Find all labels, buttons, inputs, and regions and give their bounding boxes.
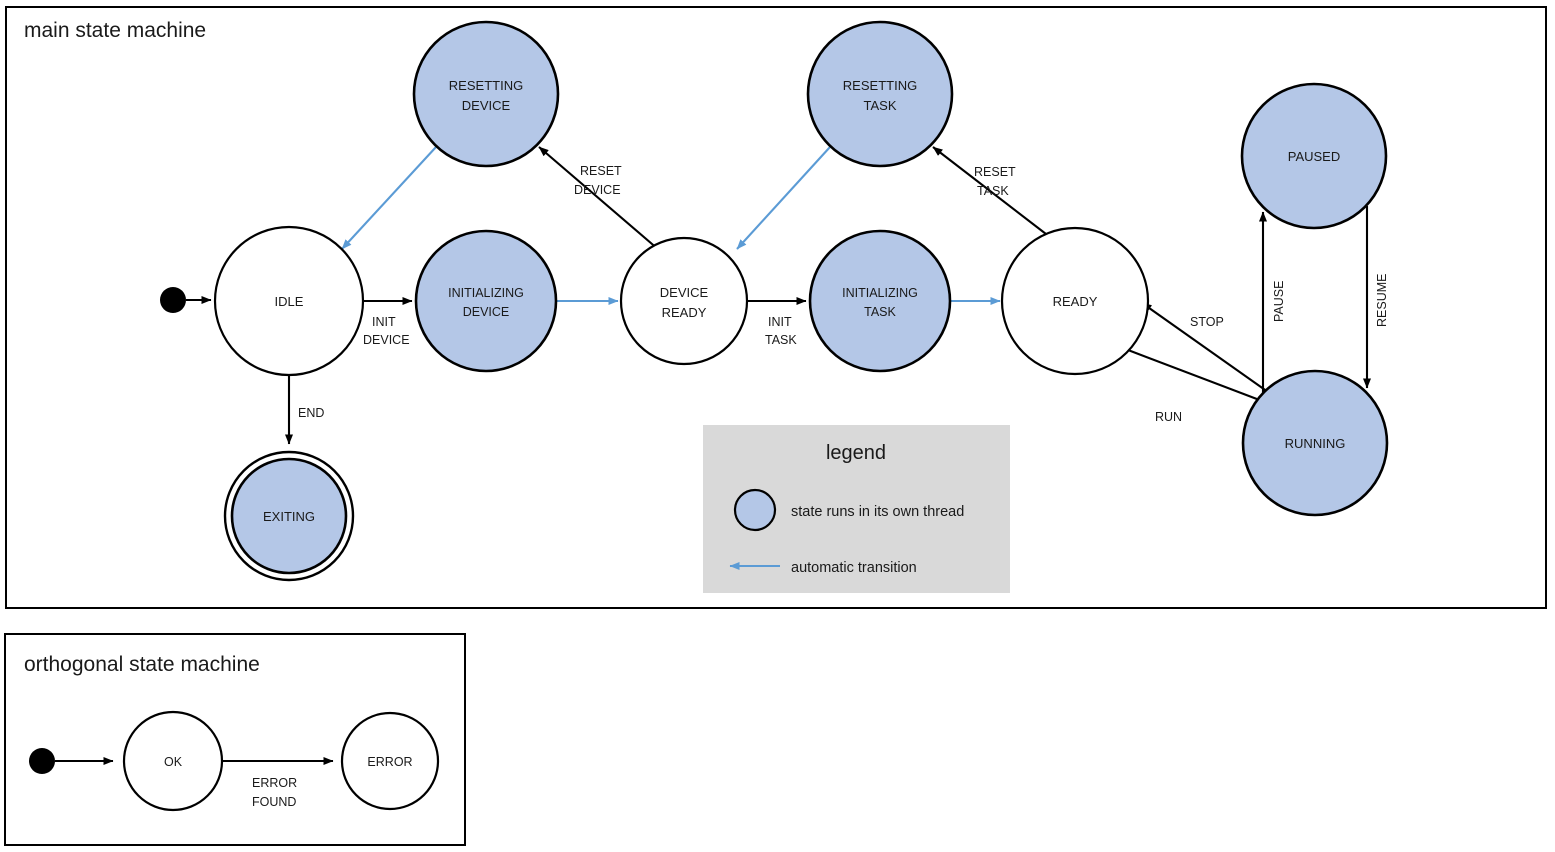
state-label-initializing-device-line2: DEVICE [463, 305, 510, 319]
transition-label-init-task-line1: INIT [768, 315, 792, 329]
orthogonal-frame-title: orthogonal state machine [24, 653, 260, 676]
state-label-initializing-task-line1: INITIALIZING [842, 286, 918, 300]
state-node-running[interactable]: RUNNING [1241, 369, 1389, 517]
transition-label-error-found-line1: ERROR [252, 776, 297, 790]
state-node-error[interactable]: ERROR [340, 711, 440, 811]
state-node-initializing-device[interactable]: INITIALIZING DEVICE [414, 229, 558, 373]
filled-circle-icon [733, 488, 777, 532]
initial-state-dot-icon [160, 287, 186, 313]
state-label-resetting-task-line1: RESETTING [843, 78, 917, 93]
transition-label-end: END [298, 406, 324, 420]
transition-ready-to-running [1127, 349, 1271, 405]
transition-resetting-device-to-idle [341, 146, 437, 250]
state-label-initializing-task-line2: TASK [864, 305, 896, 319]
state-circle-resetting-task [806, 20, 954, 168]
transition-label-init-device-line2: DEVICE [363, 333, 410, 347]
state-node-device-ready[interactable]: DEVICE READY [619, 236, 749, 366]
state-label-initializing-device-line1: INITIALIZING [448, 286, 524, 300]
legend-item-thread-state: state runs in its own thread [733, 488, 964, 532]
state-node-ready[interactable]: READY [1000, 226, 1150, 376]
state-circle-running [1241, 369, 1389, 517]
transition-label-init-task-line2: TASK [765, 333, 797, 347]
state-label-paused: PAUSED [1288, 149, 1341, 164]
state-circle-idle [213, 225, 365, 377]
state-node-idle[interactable]: IDLE [213, 225, 365, 377]
state-label-ready: READY [1053, 294, 1098, 309]
transition-running-to-ready [1141, 302, 1269, 393]
state-circle-ok [122, 710, 224, 812]
state-circle-ready [1000, 226, 1150, 376]
legend-item-auto-transition-label: automatic transition [791, 560, 917, 576]
transition-label-reset-task-line1: RESET [974, 165, 1016, 179]
state-label-ok: OK [164, 755, 183, 769]
transition-label-error-found-line2: FOUND [252, 795, 296, 809]
orthogonal-transitions-layer: ERROR FOUND [55, 757, 334, 809]
state-label-running: RUNNING [1285, 436, 1346, 451]
legend-item-auto-transition: automatic transition [729, 560, 917, 576]
state-label-device-ready-line2: READY [662, 305, 707, 320]
state-label-exiting: EXITING [263, 509, 315, 524]
state-label-resetting-device-line2: DEVICE [462, 98, 511, 113]
legend-item-thread-state-label: state runs in its own thread [791, 504, 964, 520]
state-circle-initializing-task [808, 229, 952, 373]
state-circle-error [340, 711, 440, 811]
transition-label-reset-device-line1: RESET [580, 164, 622, 178]
state-circle-resetting-device [412, 20, 560, 168]
state-circle-exiting [230, 457, 348, 575]
orthogonal-initial-state-dot-icon [29, 748, 55, 774]
state-node-paused[interactable]: PAUSED [1240, 82, 1388, 230]
transition-ready-to-resetting-task [932, 146, 1047, 235]
state-circle-initializing-device [414, 229, 558, 373]
state-label-device-ready-line1: DEVICE [660, 285, 709, 300]
state-circle-device-ready [619, 236, 749, 366]
state-label-error: ERROR [367, 755, 412, 769]
transition-device-ready-to-resetting-device [538, 146, 660, 251]
legend-title: legend [826, 442, 886, 464]
legend-panel: legend state runs in its own thread auto… [703, 425, 1010, 593]
transition-label-stop: STOP [1190, 315, 1224, 329]
transition-label-pause: PAUSE [1272, 281, 1286, 322]
transition-resetting-task-to-device-ready [736, 146, 831, 250]
main-transitions-layer: INIT DEVICE RESET DEVICE INIT TASK RESET… [186, 146, 1389, 445]
main-frame-title: main state machine [24, 19, 206, 42]
state-label-idle: IDLE [275, 294, 304, 309]
main-states-layer: IDLE RESETTING DEVICE INITIALIZING DEVIC… [213, 20, 1389, 582]
transition-label-reset-task-line2: TASK [977, 184, 1009, 198]
state-node-exiting[interactable]: EXITING [223, 450, 355, 582]
state-node-resetting-task[interactable]: RESETTING TASK [806, 20, 954, 168]
orthogonal-states-layer: OK ERROR [122, 710, 440, 812]
state-node-resetting-device[interactable]: RESETTING DEVICE [412, 20, 560, 168]
transition-label-init-device-line1: INIT [372, 315, 396, 329]
transition-label-resume: RESUME [1375, 274, 1389, 327]
state-node-initializing-task[interactable]: INITIALIZING TASK [808, 229, 952, 373]
state-node-ok[interactable]: OK [122, 710, 224, 812]
state-label-resetting-device-line1: RESETTING [449, 78, 523, 93]
state-label-resetting-task-line2: TASK [864, 98, 897, 113]
transition-label-reset-device-line2: DEVICE [574, 183, 621, 197]
state-circle-paused [1240, 82, 1388, 230]
transition-label-run: RUN [1155, 410, 1182, 424]
